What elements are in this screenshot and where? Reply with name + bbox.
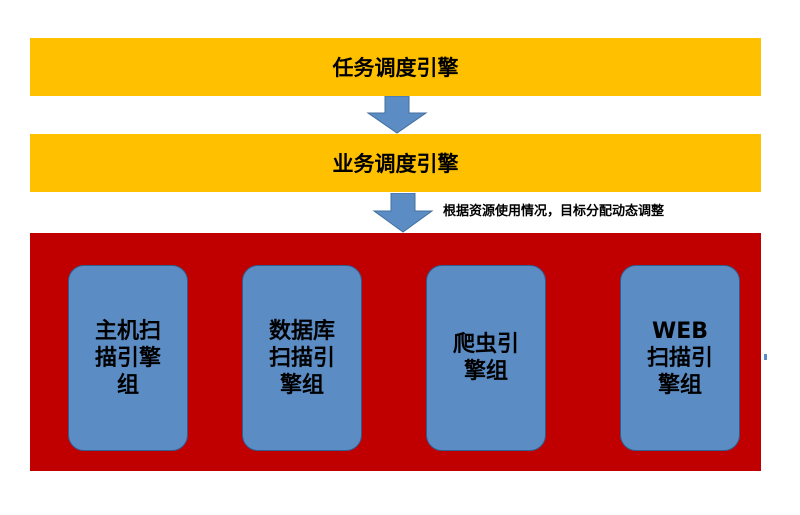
crawler-engine-group: 爬虫引擎组 xyxy=(426,265,546,451)
engine-groups-panel: 主机扫描引擎组 数据库扫描引擎组 爬虫引擎组 WEB扫描引擎组 xyxy=(30,233,761,471)
crawler-engine-group-label: 爬虫引擎组 xyxy=(452,332,519,384)
business-scheduling-engine-label: 业务调度引擎 xyxy=(332,152,459,176)
database-scan-engine-group-label: 数据库扫描引擎组 xyxy=(268,318,335,398)
allocation-note: 根据资源使用情况，目标分配动态调整 xyxy=(443,204,665,219)
business-scheduling-engine-bar: 业务调度引擎 xyxy=(30,134,761,192)
web-scan-engine-group: WEB扫描引擎组 xyxy=(620,265,740,451)
task-scheduling-engine-bar: 任务调度引擎 xyxy=(30,38,761,96)
host-scan-engine-group: 主机扫描引擎组 xyxy=(68,265,188,451)
stray-mark xyxy=(764,354,767,360)
down-arrow-icon xyxy=(372,193,434,233)
host-scan-engine-group-label: 主机扫描引擎组 xyxy=(94,318,161,398)
database-scan-engine-group: 数据库扫描引擎组 xyxy=(242,265,362,451)
down-arrow-icon xyxy=(366,96,428,134)
web-scan-engine-group-label: WEB扫描引擎组 xyxy=(646,318,713,398)
task-scheduling-engine-label: 任务调度引擎 xyxy=(332,56,459,80)
